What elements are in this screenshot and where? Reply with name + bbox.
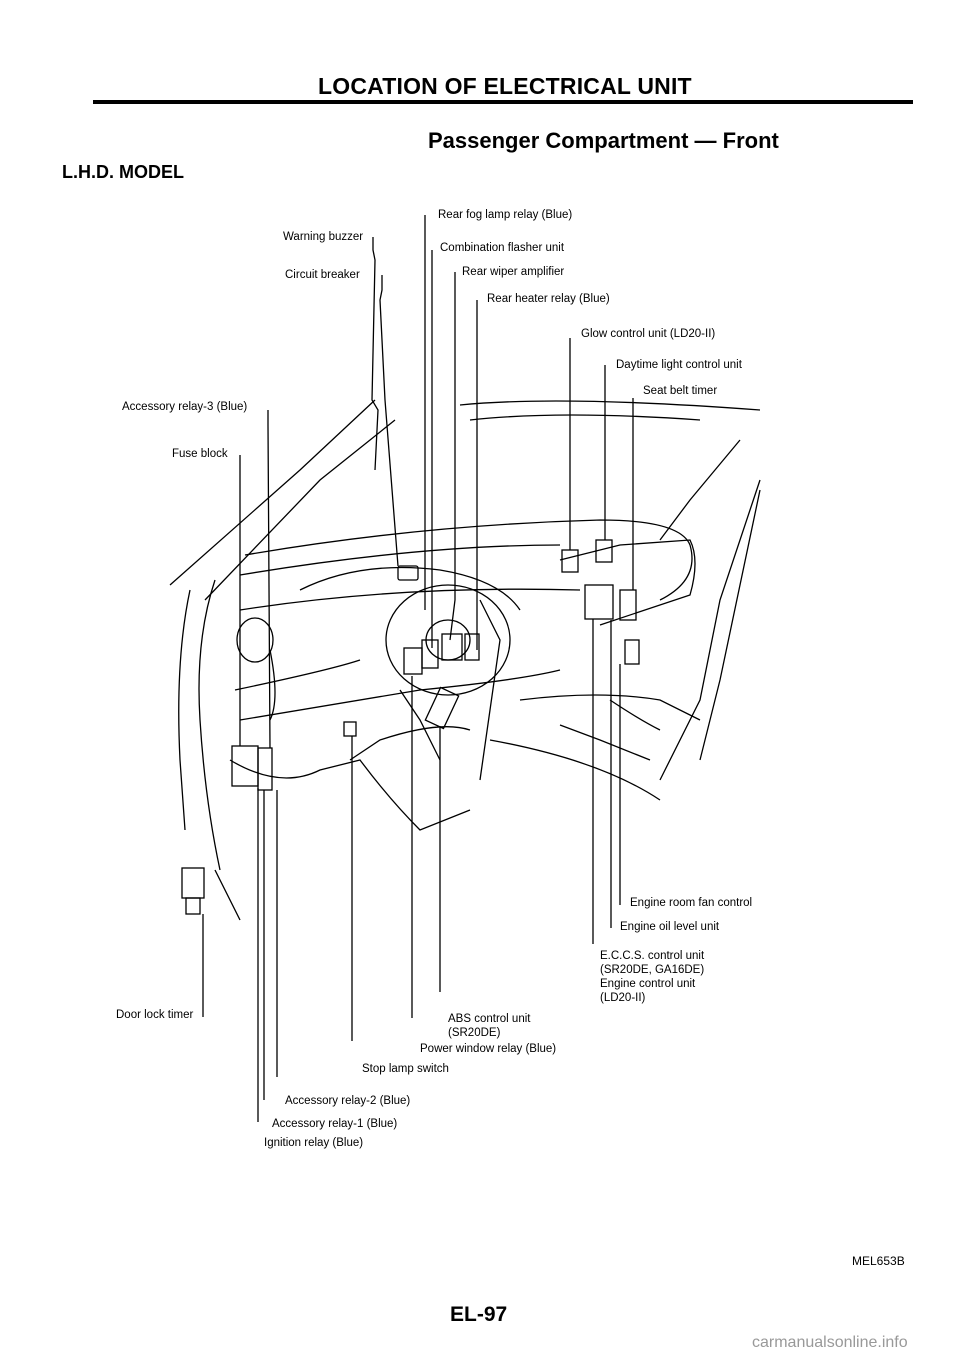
component-door-lock-timer <box>181 867 205 899</box>
label-ignition-relay: Ignition relay (Blue) <box>264 1137 364 1149</box>
label-accessory-relay-3: Accessory relay-3 (Blue) <box>122 401 248 413</box>
left-a-pillar-inner <box>204 419 396 601</box>
left-door-frame-2 <box>178 589 191 831</box>
model-heading: L.H.D. MODEL <box>62 162 184 182</box>
label-seat-belt-timer: Seat belt timer <box>643 385 718 397</box>
label-stop-lamp-switch: Stop lamp switch <box>362 1063 449 1075</box>
dash-top-2 <box>239 544 561 576</box>
leader-warning-buzzer <box>371 237 379 471</box>
center-console <box>489 739 661 801</box>
windshield-top <box>459 400 761 411</box>
component-abs <box>424 686 460 730</box>
label-engine-oil-level-unit: Engine oil level unit <box>620 921 720 933</box>
center-console-2 <box>559 724 651 761</box>
gauge-left <box>236 617 274 663</box>
left-door-frame <box>198 579 221 871</box>
component-heater-relay <box>441 633 463 661</box>
leader-accessory-3 <box>267 410 271 749</box>
windshield-top-2 <box>469 414 701 421</box>
component-daytime <box>595 539 613 563</box>
component-flasher <box>403 647 423 675</box>
label-power-window-relay: Power window relay (Blue) <box>420 1043 557 1055</box>
component-fan-control <box>624 639 640 665</box>
component-stop-lamp <box>343 721 357 737</box>
section-subtitle: Passenger Compartment — Front <box>428 128 779 153</box>
vent-right <box>609 699 661 731</box>
left-a-pillar <box>169 399 376 586</box>
leader-circuit-breaker <box>379 275 399 567</box>
label-circuit-breaker: Circuit breaker <box>285 269 360 281</box>
right-pillar-outer <box>659 479 761 781</box>
label-glow-control-unit: Glow control unit (LD20-II) <box>581 328 716 340</box>
steering-wheel <box>385 584 511 696</box>
label-rear-heater-relay: Rear heater relay (Blue) <box>487 293 610 305</box>
label-accessory-relay-1: Accessory relay-1 (Blue) <box>272 1118 398 1130</box>
page-number: EL-97 <box>450 1303 508 1326</box>
leader-rear-wiper <box>449 272 456 641</box>
label-daytime-light-control-unit: Daytime light control unit <box>616 359 742 371</box>
label-warning-buzzer: Warning buzzer <box>283 231 364 243</box>
component-rear-fog <box>464 633 480 661</box>
label-engine-room-fan-control: Engine room fan control <box>630 897 753 909</box>
label-rear-fog-lamp-relay: Rear fog lamp relay (Blue) <box>438 209 573 221</box>
component-glow <box>561 549 579 573</box>
steering-column <box>399 689 441 761</box>
component-fuse-block <box>231 745 259 787</box>
under-dash <box>349 726 471 761</box>
label-rear-wiper-amplifier: Rear wiper amplifier <box>462 266 565 278</box>
label-accessory-relay-2: Accessory relay-2 (Blue) <box>285 1095 411 1107</box>
page-title: LOCATION OF ELECTRICAL UNIT <box>318 73 692 99</box>
left-door-bottom <box>214 869 241 921</box>
right-door-edge <box>699 489 761 761</box>
title-rule <box>93 100 913 104</box>
gauge-hood <box>299 566 521 611</box>
dash-lower <box>234 659 361 691</box>
kick-panel <box>229 759 471 831</box>
right-pillar <box>659 439 741 541</box>
label-fuse-block: Fuse block <box>172 448 228 460</box>
component-relay-stack <box>257 747 273 791</box>
component-eccs <box>584 584 614 620</box>
label-combination-flasher-unit: Combination flasher unit <box>440 242 565 254</box>
component-circuit-breaker <box>397 565 419 581</box>
label-eccs-control-unit: E.C.C.S. control unit (SR20DE, GA16DE) E… <box>600 950 705 1004</box>
glovebox <box>559 539 696 626</box>
dash-top <box>244 519 693 601</box>
label-door-lock-timer: Door lock timer <box>116 1009 194 1021</box>
label-abs-control-unit: ABS control unit (SR20DE) <box>448 1013 531 1039</box>
dash-center <box>479 599 501 781</box>
component-rear-wiper <box>421 639 439 669</box>
dash-front-edge <box>239 588 581 611</box>
watermark: carmanualsonline.info <box>752 1334 908 1351</box>
left-vent <box>269 649 276 721</box>
dash-lower-2 <box>239 669 561 721</box>
component-seat-belt <box>619 589 637 621</box>
figure-code: MEL653B <box>852 1254 905 1268</box>
component-door-lock-timer-base <box>185 897 201 915</box>
glovebox-bottom <box>519 694 701 721</box>
